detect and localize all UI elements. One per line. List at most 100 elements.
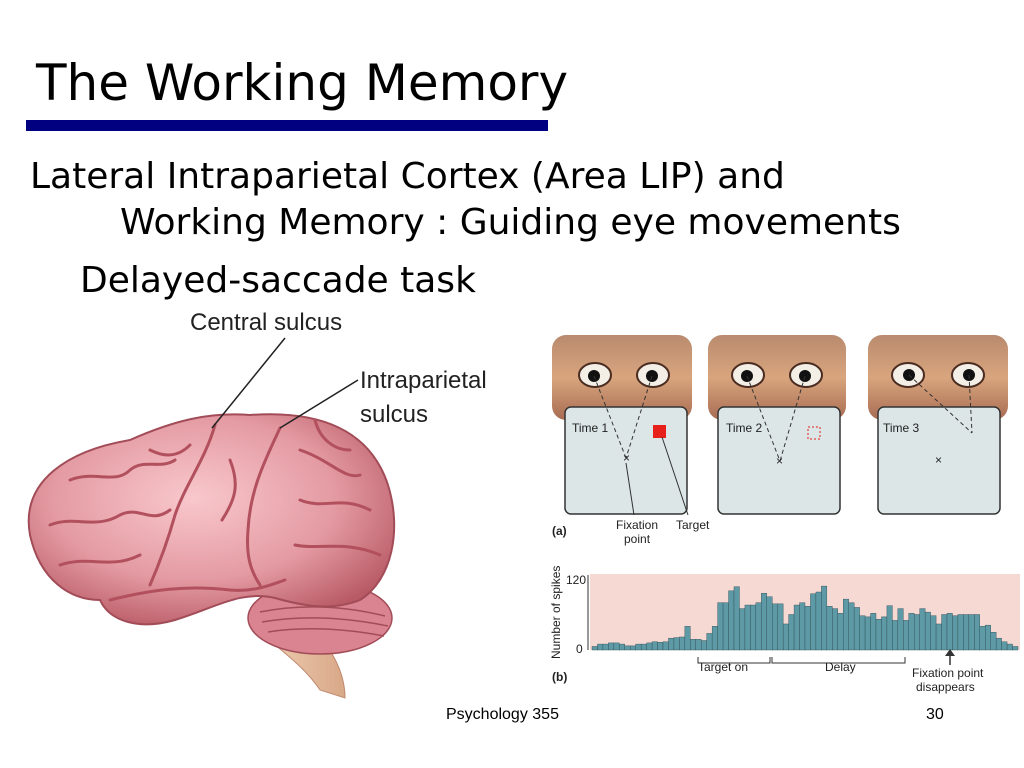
histogram-bar [924, 611, 931, 651]
bullet-text-line2: Working Memory : Guiding eye movements [120, 202, 901, 243]
histogram-bar [766, 596, 773, 651]
histogram-bar [968, 614, 975, 651]
histogram-bar [804, 606, 811, 651]
fixation-disappears-label-2: disappears [916, 680, 975, 694]
histogram-bar [886, 605, 893, 651]
histogram-bar [772, 603, 778, 651]
histogram-bar [684, 626, 691, 651]
histogram-bar [608, 642, 615, 651]
histogram-bar [875, 619, 882, 651]
histogram-bar [821, 585, 828, 651]
histogram-bar [985, 624, 991, 651]
intraparietal-pointer [279, 379, 359, 429]
histogram-bar [974, 614, 980, 651]
histogram-bar [750, 604, 757, 651]
histogram-bar [881, 616, 888, 651]
histogram-bar [815, 591, 822, 651]
target-on-label: Target on [698, 660, 748, 674]
monkey-face-1 [552, 335, 692, 420]
panel-b-label: (b) [552, 670, 567, 684]
histogram-bar [853, 607, 860, 651]
footer-course: Psychology 355 [446, 706, 559, 723]
fixation-point-2: × [776, 454, 783, 468]
histogram-bar [624, 645, 631, 651]
histogram-bar [864, 616, 871, 651]
histogram-bar [979, 626, 986, 651]
histogram-bar [602, 643, 609, 651]
histogram-bar [1001, 641, 1008, 651]
title-underline [26, 120, 548, 131]
histogram-bar [908, 613, 915, 651]
panel-1-label: Time 1 [572, 421, 609, 435]
histogram-bar [711, 626, 718, 651]
fixation-disappears-label-1: Fixation point [912, 666, 984, 680]
task-panel-3 [877, 406, 1001, 515]
histogram-bar [646, 642, 653, 651]
histogram-bar [826, 606, 833, 651]
panel-3-label: Time 3 [883, 421, 920, 435]
histogram-bar [952, 615, 959, 651]
histogram-bar [597, 643, 604, 651]
y-tick-120: 120 [566, 573, 586, 587]
target-label: Target [676, 518, 710, 532]
central-sulcus-label: Central sulcus [190, 309, 343, 336]
histogram-bar [870, 613, 877, 651]
histogram-bar [662, 641, 669, 651]
histogram-bar [793, 604, 800, 651]
bullet-text-line1: Lateral Intraparietal Cortex (Area LIP) … [30, 156, 785, 197]
histogram-bar [1012, 646, 1019, 651]
histogram-bar [739, 608, 746, 651]
histogram-bar [946, 613, 953, 651]
histogram-bar [843, 598, 849, 651]
histogram-bar [619, 643, 625, 651]
histogram-bar [668, 637, 675, 651]
delayed-saccade-figure: Time 1 × Time 2 × Time 3 × (a) Fixation … [549, 335, 1020, 694]
panel-a-label: (a) [552, 524, 567, 538]
histogram-bar [701, 640, 707, 651]
fixation-point-1: × [623, 451, 630, 465]
histogram-bar [690, 639, 696, 651]
delay-label: Delay [825, 660, 856, 674]
histogram-bar [941, 614, 948, 651]
histogram-bar [897, 608, 904, 651]
histogram-bar [744, 604, 751, 651]
intraparietal-label-2: sulcus [360, 401, 429, 428]
histogram-bar [930, 615, 937, 651]
fixation-label-1: Fixation [616, 518, 658, 532]
histogram-bars [591, 585, 1019, 651]
histogram-bar [788, 614, 795, 651]
histogram-bar [957, 614, 964, 651]
histogram-bar [914, 614, 920, 651]
histogram-bar [903, 620, 909, 651]
histogram-bar [837, 613, 844, 651]
central-sulcus-pointer [211, 337, 286, 429]
histogram-bar [832, 608, 838, 651]
histogram-bar [990, 632, 997, 651]
fixation-point-3: × [935, 453, 942, 467]
histogram-bar [640, 643, 647, 651]
target-square [653, 425, 666, 438]
histogram-bar [761, 593, 767, 651]
histogram-bar [935, 623, 942, 651]
histogram-bar [722, 602, 729, 651]
histogram-bar [919, 608, 926, 651]
histogram-bar [717, 602, 724, 651]
histogram-bar [651, 641, 658, 651]
histogram-bar [1006, 643, 1013, 651]
histogram-bar [591, 646, 598, 651]
histogram-bar [673, 637, 680, 651]
histogram-bar [657, 642, 664, 651]
histogram-bar [799, 602, 806, 651]
fixation-label-2: point [624, 532, 651, 546]
footer-page-number: 30 [926, 706, 944, 723]
intraparietal-label-1: Intraparietal [360, 367, 487, 394]
histogram-bar [963, 614, 970, 651]
histogram-bar [733, 586, 740, 651]
y-axis-label: Number of spikes [549, 566, 563, 659]
histogram-bar [728, 590, 735, 651]
histogram-bar [679, 636, 686, 651]
task-panel-2 [717, 406, 841, 515]
histogram-bar [892, 620, 899, 651]
histogram-bar [755, 602, 762, 651]
histogram-bar [777, 603, 784, 651]
